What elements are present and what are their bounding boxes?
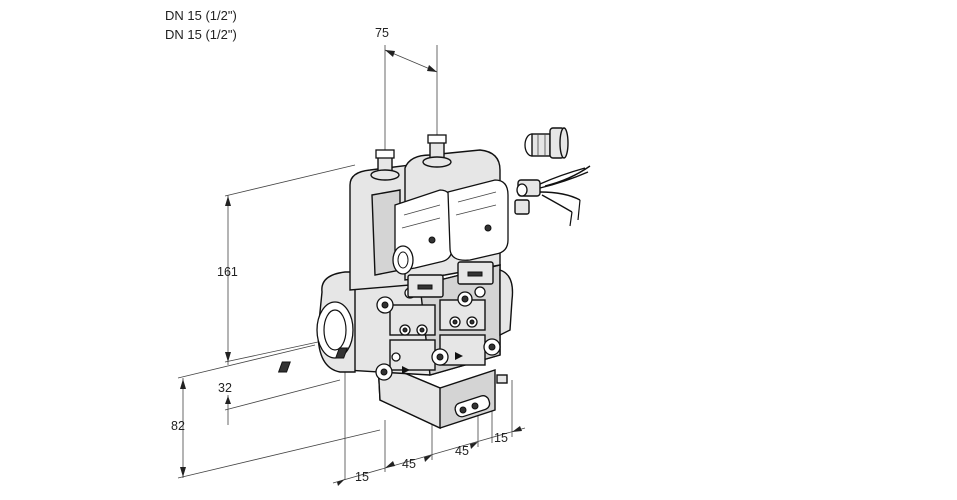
dim-15-right: 15 [494,431,508,445]
dim-45-left: 45 [402,457,416,471]
valve-assembly [277,134,514,430]
dim-32: 32 [218,381,232,395]
nominal-size-line-2: DN 15 (1/2") [165,27,237,42]
dim-161: 161 [217,265,238,279]
dimension-labels: 75 161 32 82 15 45 45 15 [171,26,508,484]
title-block: DN 15 (1/2") DN 15 (1/2") [165,6,237,44]
nominal-size-line-1: DN 15 (1/2") [165,8,237,23]
connector-plug [514,165,591,227]
cable-gland [524,127,569,159]
dim-75: 75 [375,26,389,40]
dim-15-bottom: 15 [355,470,369,484]
dim-82: 82 [171,419,185,433]
dim-45-right: 45 [455,444,469,458]
dimension-lines [177,45,526,486]
cable-accessories [514,127,591,227]
